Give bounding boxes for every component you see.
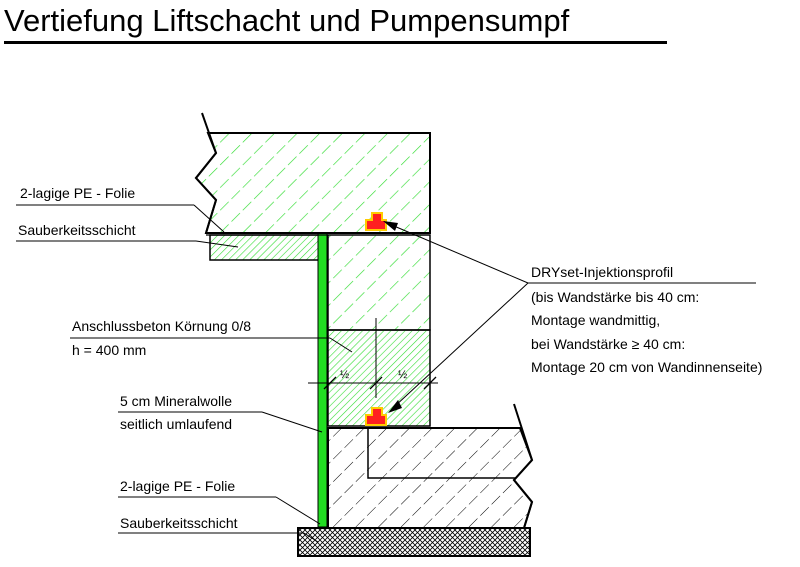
label-dryset-3: Montage wandmittig, bbox=[531, 312, 660, 328]
injection-profile-bottom bbox=[365, 407, 387, 426]
label-dryset-2: (bis Wandstärke bis 40 cm: bbox=[531, 289, 699, 305]
dimension-half-left: ½ bbox=[340, 369, 349, 381]
sauberkeitsschicht-bottom bbox=[297, 527, 531, 557]
pit-wall bbox=[327, 234, 431, 331]
break-line-bottom bbox=[512, 403, 534, 529]
label-mineralwolle-1: 5 cm Mineralwolle bbox=[120, 393, 232, 409]
label-mineralwolle-2: seitlich umlaufend bbox=[120, 416, 232, 432]
mineral-wool bbox=[317, 232, 328, 528]
label-pe-folie-top: 2-lagige PE - Folie bbox=[20, 185, 135, 201]
label-anschluss-2: h = 400 mm bbox=[72, 342, 146, 358]
title-underline bbox=[4, 41, 667, 44]
label-anschluss-1: Anschlussbeton Körnung 0/8 bbox=[72, 318, 251, 334]
dimension-half-right: ½ bbox=[398, 369, 407, 381]
arrow-dryset-bottom bbox=[388, 400, 402, 413]
label-dryset-4: bei Wandstärke ≥ 40 cm: bbox=[531, 336, 685, 352]
label-dryset-5: Montage 20 cm von Wandinnenseite) bbox=[531, 359, 762, 375]
arrow-dryset-top bbox=[383, 221, 398, 231]
sauberkeitsschicht-top bbox=[209, 234, 321, 261]
label-dryset-1: DRYset-Injektionsprofil bbox=[531, 264, 673, 280]
label-pe-folie-bottom: 2-lagige PE - Folie bbox=[120, 478, 235, 494]
upper-wall bbox=[194, 132, 431, 234]
page-title: Vertiefung Liftschacht und Pumpensumpf bbox=[4, 3, 570, 38]
label-sauberkeit-bottom: Sauberkeitsschicht bbox=[120, 515, 238, 531]
break-line-top bbox=[194, 112, 218, 234]
bottom-slab-step bbox=[367, 428, 516, 479]
injection-profile-top bbox=[365, 212, 387, 231]
label-sauberkeit-top: Sauberkeitsschicht bbox=[18, 222, 136, 238]
